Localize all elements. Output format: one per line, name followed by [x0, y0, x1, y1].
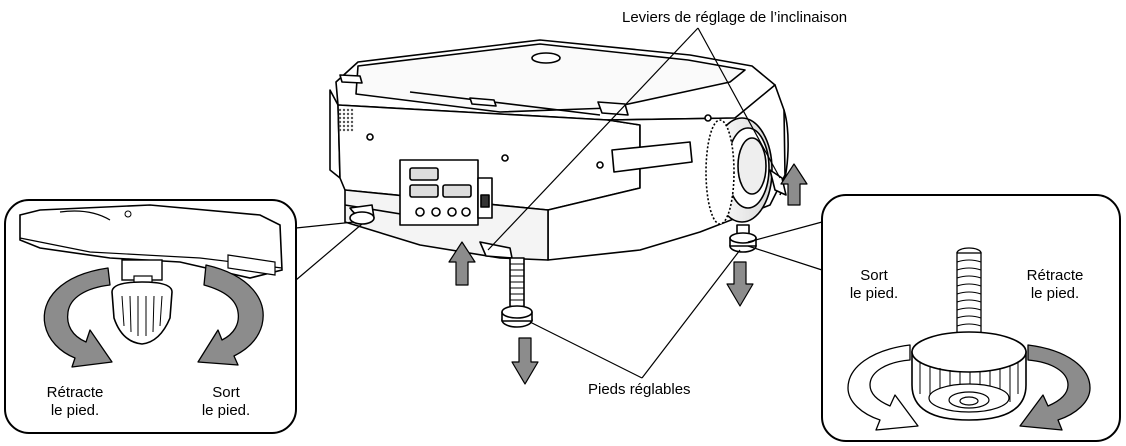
right-retract-arrow: [1019, 344, 1091, 431]
left-retract-arrow: [43, 267, 113, 368]
left-extend-label: Sort le pied.: [186, 384, 266, 420]
left-retract-line1: Rétracte: [46, 384, 104, 401]
left-extend-line1: Sort: [212, 384, 240, 401]
left-inset: [4, 199, 297, 434]
adjustable-feet-label: Pieds réglables: [588, 381, 691, 398]
arrow-up-lever-right: [780, 163, 808, 206]
right-retract-line2: le pied.: [1030, 285, 1080, 302]
arrow-up-lever-left: [448, 241, 476, 286]
leader-lines: [295, 27, 823, 379]
right-extend-arrow: [847, 344, 919, 431]
arrow-down-foot-left: [511, 337, 539, 385]
tilt-levers-label: Leviers de réglage de l’inclinaison: [622, 9, 848, 26]
arrow-down-foot-right: [726, 261, 754, 307]
projector: [329, 39, 789, 328]
right-extend-label: Sort le pied.: [834, 267, 914, 303]
left-extend-line2: le pied.: [201, 402, 251, 419]
right-extend-line1: Sort: [860, 267, 888, 284]
motion-arrows: [448, 163, 808, 385]
right-extend-line2: le pied.: [849, 285, 899, 302]
left-extend-arrow: [197, 264, 264, 366]
left-retract-label: Rétracte le pied.: [30, 384, 120, 420]
right-inset: [821, 194, 1121, 442]
left-retract-line2: le pied.: [50, 402, 100, 419]
right-retract-line1: Rétracte: [1026, 267, 1084, 284]
right-retract-label: Rétracte le pied.: [1010, 267, 1100, 303]
